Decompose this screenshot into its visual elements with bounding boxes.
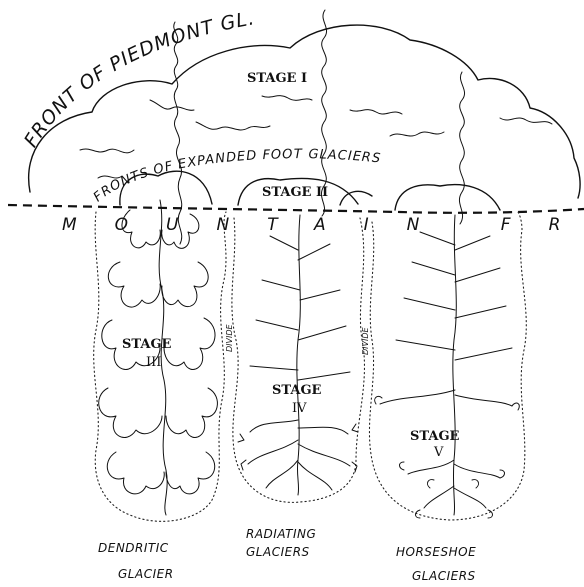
stage-4-number: IV <box>292 401 307 416</box>
dendritic-caption-line1: DENDRITIC <box>98 541 169 555</box>
stream-10 <box>262 96 312 101</box>
horseshoe-area-outline <box>369 212 526 520</box>
foot-glaciers-label: FRONTS OF EXPANDED FOOT GLACIERS <box>91 147 382 205</box>
stream-7 <box>350 110 402 114</box>
divide-label-left: DIVIDE <box>225 323 234 352</box>
stage-5-number: V <box>433 445 444 460</box>
radiating-branches <box>238 236 358 490</box>
stage-4-label: STAGE <box>272 383 322 398</box>
stream-3 <box>459 72 464 224</box>
horseshoe-cirques <box>375 396 520 518</box>
stream-1 <box>174 22 182 244</box>
piedmont-front-outline <box>29 25 580 198</box>
radiating-caption-line1: RADIATING <box>246 527 316 541</box>
stream-6 <box>80 149 134 153</box>
dendritic-caption-line2: GLACIER <box>118 567 174 581</box>
piedmont-front-label: FRONT OF PIEDMONT GL. <box>20 7 257 151</box>
radiating-caption-line2: GLACIERS <box>246 545 310 559</box>
horseshoe-caption-line1: HORSESHOE <box>396 545 476 559</box>
mountain-front-label: MOUNTAIN FRONT <box>62 215 584 235</box>
foot-glacier-lobe-right2 <box>340 191 372 205</box>
stage-2-label: STAGE II <box>262 185 328 200</box>
stream-4 <box>150 100 194 110</box>
foot-glacier-lobe-right <box>395 185 500 210</box>
stage-1-label: STAGE I <box>247 71 307 86</box>
divide-label-right: DIVIDE <box>361 326 370 355</box>
radiating-trunk <box>297 215 300 495</box>
stream-11 <box>98 176 122 178</box>
stream-5 <box>196 122 270 130</box>
stream-8 <box>390 132 444 136</box>
stage-3-label: STAGE <box>122 337 172 352</box>
stream-9 <box>500 118 552 124</box>
stage-3-number: III <box>146 355 161 370</box>
horseshoe-caption-line2: GLACIERS <box>412 569 476 583</box>
horseshoe-trunk <box>453 215 456 515</box>
stage-5-label: STAGE <box>410 429 460 444</box>
